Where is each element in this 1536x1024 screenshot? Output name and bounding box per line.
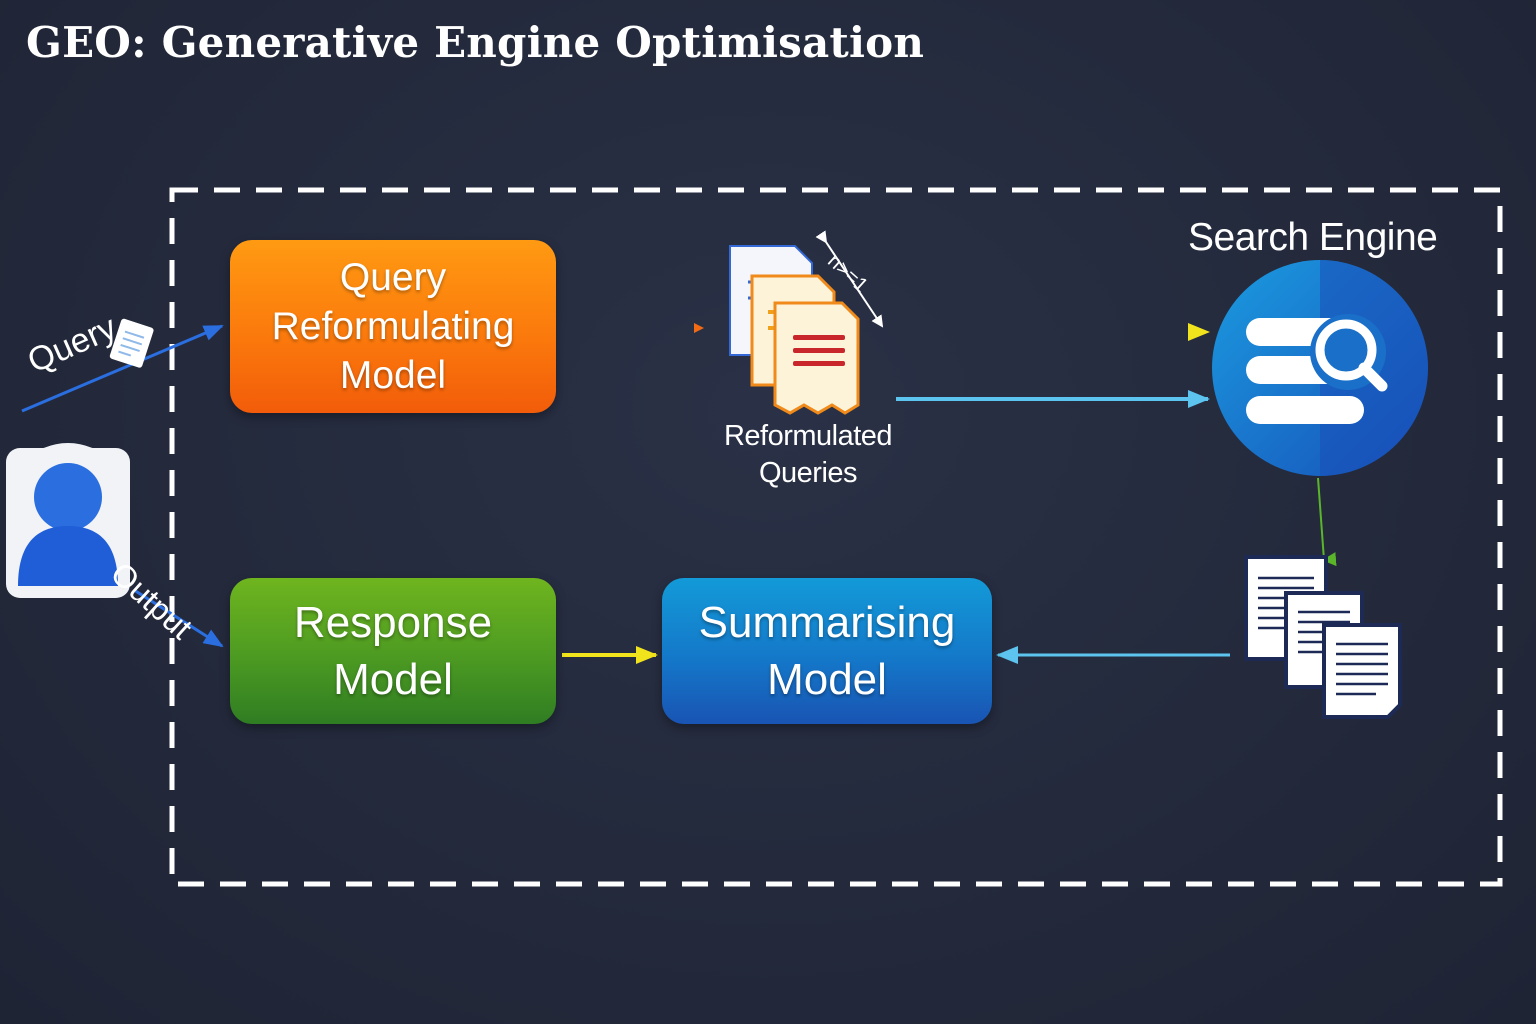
qrm-label-line-1: Query <box>339 256 447 299</box>
document-icon <box>109 318 154 368</box>
stacked-documents-icon <box>729 245 860 415</box>
summarising-model-box: Summarising Model <box>662 578 992 724</box>
user-avatar-icon <box>6 443 130 598</box>
search-engine-label: Search Engine <box>1188 216 1438 259</box>
reformulated-queries-label-line-2: Queries <box>758 457 858 489</box>
summarising-label-line-1: Summarising <box>698 598 956 647</box>
database-search-icon <box>1212 260 1428 476</box>
qrm-label-line-3: Model <box>339 354 447 397</box>
query-reformulating-model-box: Query Reformulating Model <box>230 240 556 413</box>
output-arrow <box>133 588 224 648</box>
response-model-box: Response Model <box>230 578 556 724</box>
page-title: GEO: Generative Engine Optimisation <box>26 18 925 67</box>
qrm-label-line-2: Reformulating <box>271 305 515 348</box>
system-boundary <box>169 187 1503 887</box>
reformulated-queries-label: Reformulated Queries <box>708 418 908 492</box>
response-label-line-1: Response <box>293 598 493 647</box>
summarising-label-line-2: Model <box>767 655 887 704</box>
multiplicity-arrow <box>815 230 884 328</box>
stacked-pages-icon <box>1244 555 1402 719</box>
query-input-arrow <box>21 324 224 413</box>
search-to-results-arrow <box>1317 477 1337 567</box>
response-label-line-2: Model <box>333 655 453 704</box>
reformulated-queries-label-line-1: Reformulated <box>723 420 893 452</box>
